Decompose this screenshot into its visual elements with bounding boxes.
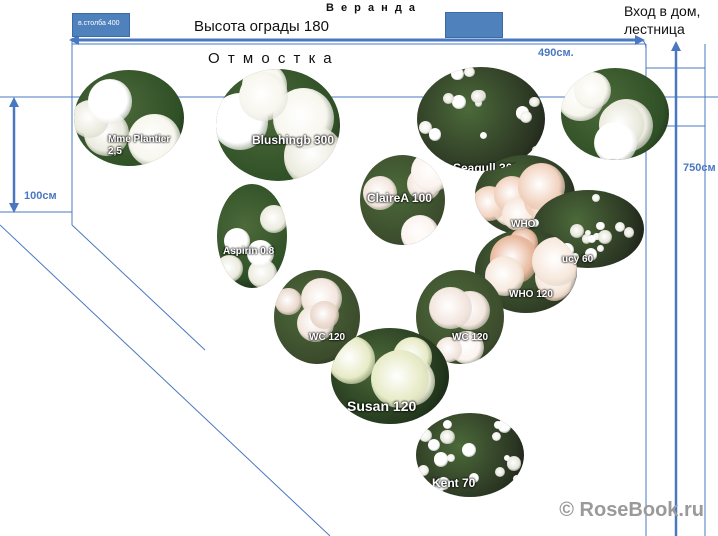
dim-490-label: 490см. — [538, 47, 574, 59]
corner-curve — [639, 39, 647, 51]
fence-height-label: Высота ограды 180 — [194, 18, 329, 35]
bloom-shape — [598, 230, 612, 244]
bloom-shape — [417, 464, 429, 476]
bloom-shape — [533, 82, 541, 89]
bloom-shape — [581, 233, 592, 244]
bloom-shape — [588, 235, 596, 244]
rose-label: ClaireA 100 — [367, 191, 432, 205]
bloom-shape — [469, 472, 480, 484]
bloom-shape — [238, 71, 289, 122]
bloom-shape — [371, 350, 429, 408]
rose-photo: Kent 70 — [416, 413, 524, 497]
bloom-shape — [87, 79, 132, 124]
post-height-label: в.столба 400 — [78, 20, 120, 27]
otmostka-label: О т м о с т к а — [208, 50, 334, 67]
rose-photo: WHO 120 — [475, 229, 577, 313]
bloom-shape — [532, 145, 541, 154]
diagonal-border-2 — [71, 224, 206, 351]
door-box — [445, 12, 503, 38]
rose-photo: ClaireA 100 — [360, 155, 445, 245]
rose-photo: Aspirin 0.8 — [217, 184, 287, 288]
rose-label: Seagull 300 — [453, 161, 520, 171]
bloom-shape — [452, 95, 466, 109]
bloom-shape — [494, 420, 503, 429]
watermark: © RoseBook.ru — [559, 499, 704, 521]
bloom-shape — [446, 453, 456, 462]
bloom-shape — [410, 155, 445, 192]
bloom-shape — [614, 221, 625, 233]
bloom-shape — [419, 428, 433, 442]
bloom-shape — [529, 96, 540, 108]
bloom-shape — [479, 132, 488, 140]
bloom-shape — [462, 443, 477, 458]
bloom-shape — [491, 431, 501, 441]
bloom-shape — [309, 300, 339, 330]
rose-photo: Susan 120 — [331, 328, 449, 424]
bloom-shape — [570, 224, 585, 239]
entrance-label: Вход в дом, лестница — [624, 2, 700, 38]
bloom-shape — [428, 128, 442, 142]
diagonal-border — [0, 224, 331, 536]
rose-photo: Sombreuil 300 — [561, 68, 669, 160]
rose-photo: Seagull 300 — [417, 67, 545, 171]
bloom-shape — [331, 335, 376, 384]
bloom-shape — [504, 454, 511, 461]
bloom-shape — [573, 72, 611, 110]
entrance-text: Вход в дом, лестница — [624, 3, 701, 37]
post-box: в.столба 400 — [72, 13, 130, 37]
bloom-shape — [506, 456, 522, 471]
bloom-shape — [247, 240, 275, 268]
veranda-label: В е р а н д а — [326, 2, 417, 14]
bloom-shape — [401, 214, 440, 245]
rose-label: WHO 120 — [509, 289, 553, 300]
bloom-shape — [471, 90, 485, 104]
rose-label: Susan 120 — [347, 398, 417, 414]
bloom-shape — [433, 452, 449, 467]
bloom-shape — [443, 419, 453, 430]
rose-label: ucy 60 — [562, 254, 594, 265]
bloom-shape — [532, 236, 577, 286]
bloom-shape — [597, 245, 604, 252]
bloom-shape — [593, 232, 601, 240]
bloom-shape — [591, 193, 601, 203]
bloom-shape — [463, 67, 475, 78]
bloom-shape — [260, 205, 287, 234]
bloom-shape — [436, 476, 451, 491]
bloom-shape — [623, 226, 635, 238]
bloom-shape — [451, 67, 464, 80]
rose-label: Mme Plantier 2,5 — [108, 134, 171, 157]
bloom-shape — [443, 92, 455, 105]
bloom-shape — [128, 114, 181, 166]
dim-100-label: 100см — [24, 190, 57, 202]
bloom-shape — [512, 475, 521, 484]
rose-photo: Mme Plantier 2,5 — [74, 70, 184, 166]
bloom-shape — [224, 228, 251, 255]
rose-label: WC 120 — [452, 332, 489, 343]
bloom-shape — [519, 110, 533, 123]
rose-label: Aspirin 0.8 — [223, 246, 275, 257]
rose-label: Kent 70 — [432, 476, 476, 490]
bloom-shape — [363, 176, 398, 211]
rose-label: WHO — [511, 219, 536, 230]
bloom-shape — [594, 121, 637, 160]
bloom-shape — [429, 286, 472, 330]
bloom-shape — [596, 221, 605, 231]
bloom-shape — [275, 288, 302, 315]
bloom-shape — [585, 248, 598, 261]
rose-photo: WC 120 — [274, 270, 360, 364]
rose-photo: ucy 60 — [532, 190, 644, 268]
bloom-shape — [529, 68, 536, 75]
rose-label: WC 120 — [309, 332, 346, 343]
dim-750-label: 750см — [683, 162, 716, 174]
bloom-shape — [585, 229, 592, 236]
rose-photo: Blushingb 300 — [216, 69, 340, 181]
bloom-shape — [440, 429, 455, 445]
bloom-shape — [494, 466, 506, 477]
bloom-shape — [532, 219, 539, 228]
bloom-shape — [217, 254, 243, 282]
rose-label: Blushingb 300 — [252, 133, 335, 147]
bloom-shape — [427, 438, 441, 452]
